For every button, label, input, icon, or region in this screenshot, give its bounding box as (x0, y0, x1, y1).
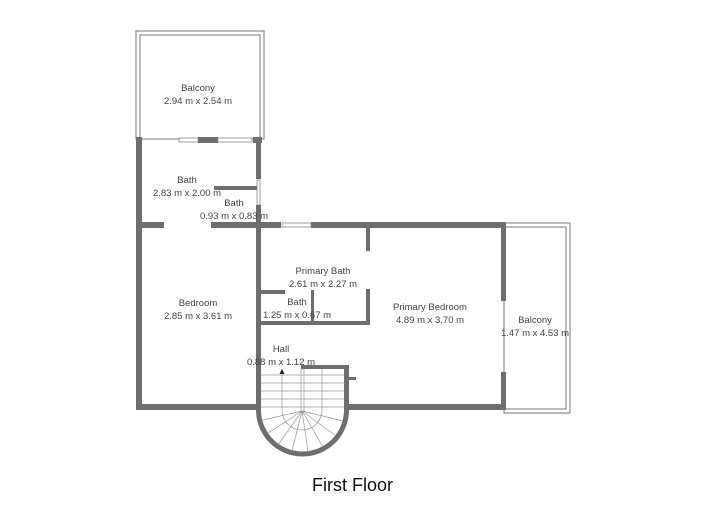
room-size: 4.89 m x 3.70 m (396, 315, 464, 326)
room-name: Hall (273, 344, 289, 355)
room-name: Bath (287, 297, 307, 308)
room-labels: Balcony 2.94 m x 2.54 m Bath 2.83 m x 2.… (153, 83, 569, 368)
room-size: 2.83 m x 2.00 m (153, 188, 221, 199)
balcony-right-outline (503, 222, 571, 414)
room-name: Balcony (518, 315, 552, 326)
walls (136, 137, 506, 457)
room-size: 2.85 m x 3.61 m (164, 311, 232, 322)
room-name: Bath (177, 175, 197, 186)
room-size: 1.25 m x 0.67 m (263, 310, 331, 321)
staircase (261, 368, 344, 453)
room-size: 2.61 m x 2.27 m (289, 279, 357, 290)
room-size: 0.88 m x 1.12 m (247, 357, 315, 368)
floor-title: First Floor (312, 475, 393, 495)
stair-arrow-icon (279, 369, 285, 374)
room-size: 1.47 m x 4.53 m (501, 328, 569, 339)
room-name: Primary Bath (296, 266, 351, 277)
room-name: Primary Bedroom (393, 302, 467, 313)
room-name: Bedroom (179, 298, 218, 309)
room-name: Bath (224, 198, 244, 209)
room-size: 2.94 m x 2.54 m (164, 96, 232, 107)
room-size: 0.93 m x 0.83 m (200, 211, 268, 222)
room-name: Balcony (181, 83, 215, 94)
windows (178, 137, 312, 228)
